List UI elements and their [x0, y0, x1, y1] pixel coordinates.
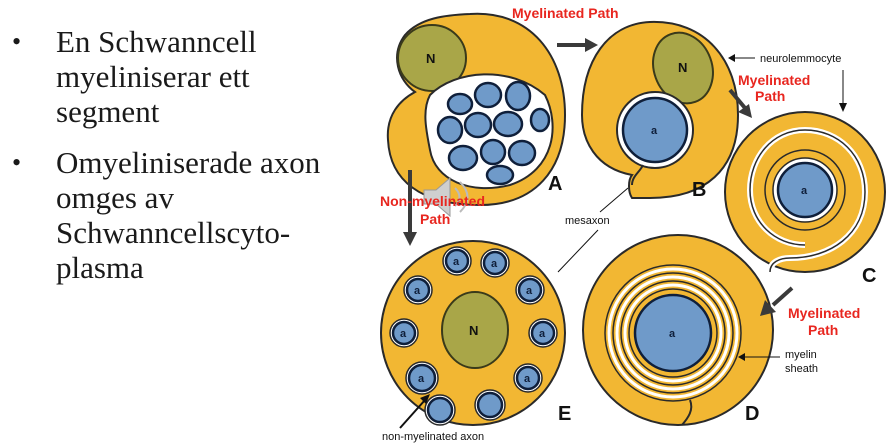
- axon-icon: [479, 138, 507, 166]
- axon-icon: [476, 391, 504, 419]
- panel-c-letter: C: [862, 265, 876, 287]
- axon-icon: [482, 250, 508, 276]
- axon-icon: [485, 164, 515, 186]
- panel-a: N A: [386, 12, 567, 207]
- label-myelinated-path-mid-1: Myelinated: [738, 72, 810, 88]
- axon-icon: [405, 277, 431, 303]
- arrow-a-to-b-head-icon: [585, 38, 598, 52]
- axon-icon: [517, 277, 543, 303]
- panel-a-nucleus: [397, 24, 467, 92]
- bullet-list: • En Schwanncell myeliniserar ett segmen…: [0, 24, 360, 301]
- panel-d-axon-label: a: [669, 328, 676, 340]
- axon-icon: [633, 293, 713, 373]
- axon-icon: [473, 81, 503, 109]
- panel-e-nucleus: [441, 291, 509, 369]
- label-myelinated-path-bottom-1: Myelinated: [788, 305, 860, 321]
- label-non-myelinated-2: Path: [420, 211, 450, 227]
- bullet-item: • Omyeliniserade axon omges av Schwannce…: [0, 145, 360, 285]
- non-myelinated-axon-pointer-icon: [399, 399, 426, 429]
- panel-e: N a a a a a a a a: [380, 240, 571, 426]
- panel-c: a C: [724, 111, 886, 287]
- label-myelin-1: myelin: [785, 349, 817, 361]
- bullet-item: • En Schwanncell myeliniserar ett segmen…: [0, 24, 360, 129]
- axon-icon: [426, 396, 454, 424]
- label-non-myelinated-axon: non-myelinated axon: [382, 431, 484, 443]
- axon-icon: [504, 80, 532, 112]
- panel-b-nucleus-label: N: [678, 60, 687, 75]
- panel-e-axons: [389, 246, 558, 426]
- mesaxon-pointer-b-icon: [599, 187, 629, 213]
- arrow-b-to-c-icon: [728, 88, 747, 110]
- panel-e-letter: E: [558, 403, 571, 425]
- axon-icon: [530, 320, 556, 346]
- mesaxon-pointer-e-icon: [557, 229, 599, 273]
- arrow-c-to-d-icon: [771, 286, 794, 307]
- label-myelinated-path-bottom-2: Path: [808, 322, 838, 338]
- speaker-icon: [423, 176, 469, 218]
- panel-e-axon-label: a: [453, 256, 460, 268]
- bullet-dot-icon: •: [12, 27, 22, 56]
- panel-d: a D: [582, 234, 774, 426]
- axon-icon: [463, 111, 493, 139]
- bullet-dot-icon: •: [12, 148, 22, 177]
- axon-icon: [529, 107, 551, 133]
- panel-d-myelin-sheath: [604, 264, 742, 402]
- axon-icon: [621, 96, 689, 164]
- panel-c-axon-label: a: [801, 185, 808, 197]
- axon-icon: [776, 161, 834, 219]
- panel-e-axon-label: a: [418, 373, 425, 385]
- panel-e-axon-label: a: [526, 285, 533, 297]
- panel-d-letter: D: [745, 403, 759, 425]
- non-myelinated-axon-pointer-head-icon: [420, 394, 430, 404]
- panel-c-spiral-outer-line: [749, 129, 866, 273]
- label-neurolemmocyte: neurolemmocyte: [760, 53, 841, 65]
- label-non-myelinated-1: Non-myelinated: [380, 193, 485, 209]
- axon-icon: [447, 144, 479, 172]
- panel-b: N a B: [580, 20, 740, 201]
- axon-icon: [436, 115, 464, 145]
- panel-b-mesaxon-channel: [631, 164, 644, 186]
- arrow-a-to-e-head-icon: [403, 232, 417, 246]
- label-myelinated-path-top: Myelinated Path: [512, 5, 619, 21]
- arrow-b-to-c-head-icon: [738, 104, 752, 118]
- panel-a-nucleus-label: N: [426, 51, 435, 66]
- axon-icon: [507, 139, 537, 167]
- bullet-text: Omyeliniserade axon omges av Schwanncell…: [56, 145, 321, 285]
- axon-icon: [444, 248, 470, 274]
- panel-d-mesaxon-tail: [681, 399, 693, 426]
- schwann-cell-diagram: N A Myelinated Path N a B neur: [380, 5, 886, 443]
- panel-b-nucleus: [652, 31, 714, 105]
- label-mesaxon: mesaxon: [565, 215, 610, 227]
- neurolemmocyte-pointer-head-icon: [728, 54, 735, 62]
- label-myelin-2: sheath: [785, 363, 818, 375]
- panel-b-axon-label: a: [651, 125, 658, 137]
- panel-b-letter: B: [692, 179, 706, 201]
- neurolemmocyte-down-arrow-head-icon: [839, 103, 847, 112]
- axon-icon: [391, 320, 417, 346]
- arrow-c-to-d-head-icon: [760, 300, 776, 316]
- panel-e-axon-label: a: [524, 373, 531, 385]
- bullet-text: En Schwanncell myeliniserar ett segment: [56, 24, 257, 129]
- axon-icon: [446, 92, 474, 116]
- panel-e-axon-label: a: [491, 258, 498, 270]
- myelin-sheath-pointer-head-icon: [738, 353, 745, 361]
- axon-icon: [515, 365, 541, 391]
- axon-icon: [492, 110, 524, 138]
- panel-a-letter: A: [548, 173, 562, 195]
- panel-e-nucleus-label: N: [469, 323, 478, 338]
- panel-e-axon-label: a: [539, 328, 546, 340]
- label-myelinated-path-mid-2: Path: [755, 88, 785, 104]
- panel-e-axon-label: a: [414, 285, 421, 297]
- panel-e-axon-label: a: [400, 328, 407, 340]
- axon-icon: [407, 363, 437, 393]
- panel-a-axon-bundle: [436, 80, 551, 186]
